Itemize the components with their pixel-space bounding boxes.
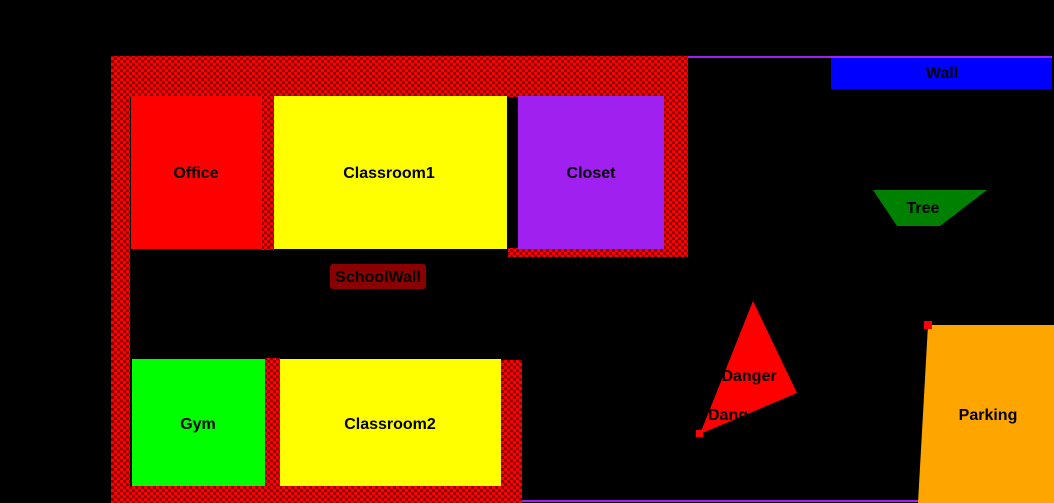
classroom2-room xyxy=(280,359,501,486)
danger-partial-label: Dang xyxy=(708,407,748,424)
classroom1-label: Classroom1 xyxy=(343,165,435,182)
danger-vertex-marker xyxy=(696,430,703,437)
wall-label: Wall xyxy=(926,65,958,82)
office-room xyxy=(131,96,262,249)
school-wall xyxy=(111,56,688,503)
parking-area xyxy=(918,325,1054,503)
wall-area xyxy=(831,58,1052,89)
gym-room xyxy=(132,359,265,486)
office-label: Office xyxy=(173,165,218,182)
school-wall-label: SchoolWall xyxy=(335,269,421,286)
parking-label: Parking xyxy=(959,407,1018,424)
tree-area xyxy=(873,190,987,226)
danger-area xyxy=(700,301,797,434)
danger-label: Danger xyxy=(721,368,776,385)
closet-room xyxy=(518,96,664,249)
school-wall-label-box xyxy=(330,264,426,289)
closet-label: Closet xyxy=(567,165,617,182)
tree-label: Tree xyxy=(907,200,940,217)
gym-label: Gym xyxy=(180,416,216,433)
classroom2-label: Classroom2 xyxy=(344,416,436,433)
classroom1-room xyxy=(274,96,507,249)
parking-vertex-marker xyxy=(924,321,932,329)
